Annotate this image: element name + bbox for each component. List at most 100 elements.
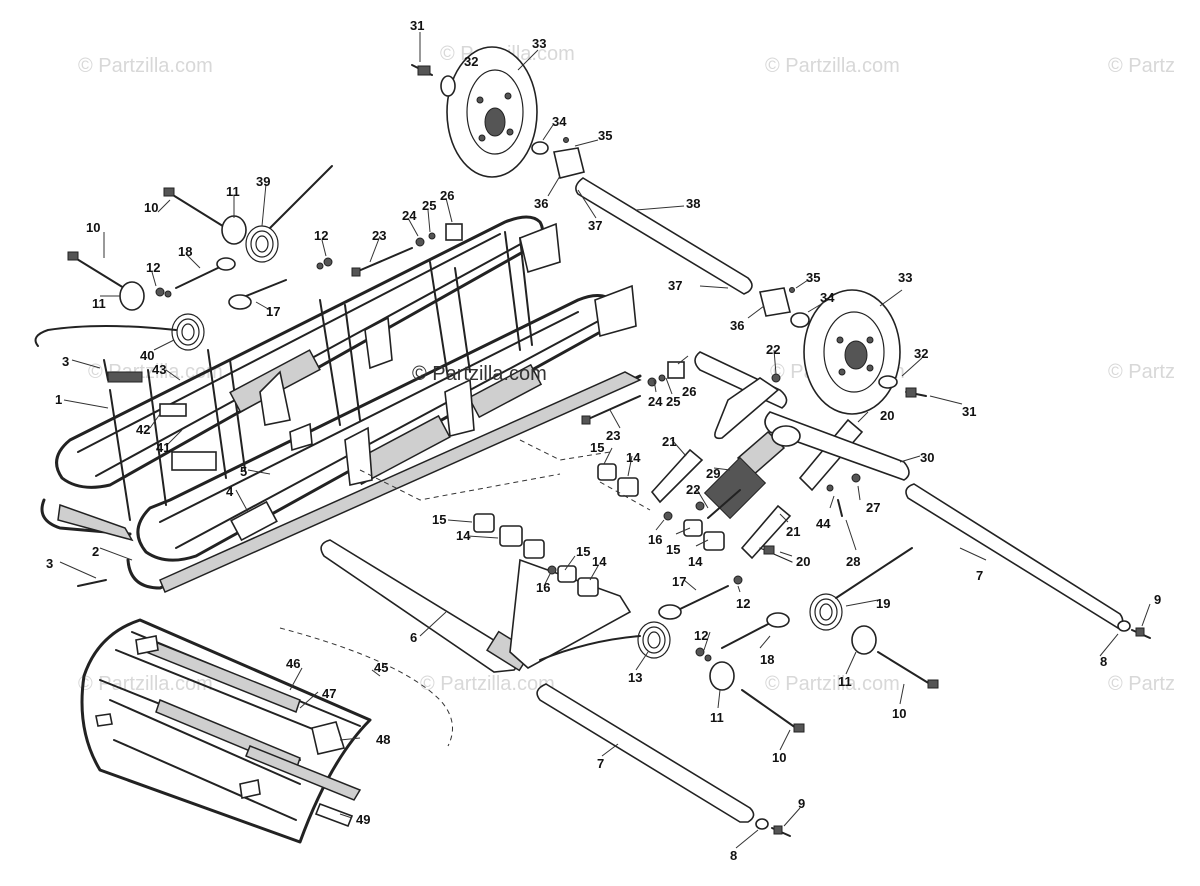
callout-14: 14 [626, 450, 641, 465]
callout-14: 14 [688, 554, 703, 569]
callout-45: 45 [374, 660, 388, 675]
callout-31: 31 [410, 18, 424, 33]
callout-32: 32 [914, 346, 928, 361]
watermark: © Partz [1108, 673, 1175, 695]
watermark: © Partzilla.com [78, 673, 213, 695]
assembly-lines [279, 439, 651, 747]
watermark: © Partzilla.com [765, 673, 900, 695]
callout-35: 35 [598, 128, 612, 143]
callout-21: 21 [786, 524, 800, 539]
callout-44: 44 [816, 516, 831, 531]
callout-15: 15 [666, 542, 680, 557]
callout-7: 7 [597, 756, 604, 771]
front-arm [320, 539, 791, 837]
callout-14: 14 [592, 554, 607, 569]
callout-36: 36 [534, 196, 548, 211]
leader-lines [59, 32, 1151, 849]
callout-33: 33 [532, 36, 546, 51]
callout-20: 20 [880, 408, 894, 423]
rail-frame [40, 215, 642, 593]
watermarks: © Partzilla.com © Partzilla.com © Partzi… [78, 43, 1175, 695]
callout-3: 3 [62, 354, 69, 369]
callout-9: 9 [1154, 592, 1161, 607]
callout-2: 2 [92, 544, 99, 559]
callout-11: 11 [92, 296, 106, 311]
callout-23: 23 [606, 428, 620, 443]
callout-37: 37 [588, 218, 602, 233]
callout-1: 1 [55, 392, 62, 407]
callout-15: 15 [576, 544, 590, 559]
callout-18: 18 [178, 244, 192, 259]
callout-46: 46 [286, 656, 300, 671]
idler-hardware [411, 64, 927, 398]
callout-35: 35 [806, 270, 820, 285]
callout-37: 37 [668, 278, 682, 293]
callout-34: 34 [820, 290, 835, 305]
watermark: © Partzilla.com [420, 673, 555, 695]
callout-38: 38 [686, 196, 700, 211]
callout-15: 15 [590, 440, 604, 455]
callout-8: 8 [730, 848, 737, 863]
callout-11: 11 [710, 710, 724, 725]
bushings [473, 463, 725, 597]
fasteners [67, 187, 939, 733]
callout-39: 39 [256, 174, 270, 189]
springs [34, 165, 913, 661]
idler-wheel-lower [803, 289, 901, 415]
callout-5: 5 [240, 464, 247, 479]
callout-29: 29 [706, 466, 720, 481]
callout-14: 14 [456, 528, 471, 543]
callout-16: 16 [648, 532, 662, 547]
callout-48: 48 [376, 732, 390, 747]
callout-41: 41 [156, 440, 170, 455]
callout-7: 7 [976, 568, 983, 583]
callout-22: 22 [686, 482, 700, 497]
callout-28: 28 [846, 554, 860, 569]
idler-wheel-upper [446, 46, 538, 178]
callout-25: 25 [422, 198, 436, 213]
callout-11: 11 [226, 184, 240, 199]
callout-15: 15 [432, 512, 446, 527]
callout-17: 17 [672, 574, 686, 589]
callout-18: 18 [760, 652, 774, 667]
rear-shaft-right [905, 483, 1151, 639]
callout-20: 20 [796, 554, 810, 569]
callout-16: 16 [536, 580, 550, 595]
callout-10: 10 [892, 706, 906, 721]
watermark: © Partzilla.com [765, 55, 900, 77]
callout-12: 12 [314, 228, 328, 243]
idler-shaft-38 [575, 177, 753, 295]
callout-6: 6 [410, 630, 417, 645]
callout-11: 11 [838, 674, 852, 689]
watermark: © Partzilla.com [78, 55, 213, 77]
callout-26: 26 [440, 188, 454, 203]
callout-47: 47 [322, 686, 336, 701]
callout-36: 36 [730, 318, 744, 333]
callout-32: 32 [464, 54, 478, 69]
callout-23: 23 [372, 228, 386, 243]
callout-10: 10 [86, 220, 100, 235]
callout-10: 10 [772, 750, 786, 765]
rear-arm [650, 351, 910, 563]
strap-43-icon [107, 371, 143, 383]
callout-43: 43 [152, 362, 166, 377]
callout-8: 8 [1100, 654, 1107, 669]
callout-22: 22 [766, 342, 780, 357]
callout-12: 12 [736, 596, 750, 611]
callout-4: 4 [226, 484, 234, 499]
callout-10: 10 [144, 200, 158, 215]
callout-17: 17 [266, 304, 280, 319]
callout-9: 9 [798, 796, 805, 811]
callout-33: 33 [898, 270, 912, 285]
callout-21: 21 [662, 434, 676, 449]
callout-49: 49 [356, 812, 370, 827]
callout-26: 26 [682, 384, 696, 399]
callout-40: 40 [140, 348, 154, 363]
callout-24: 24 [648, 394, 663, 409]
callout-25: 25 [666, 394, 680, 409]
callout-42: 42 [136, 422, 150, 437]
callout-12: 12 [146, 260, 160, 275]
callout-27: 27 [866, 500, 880, 515]
